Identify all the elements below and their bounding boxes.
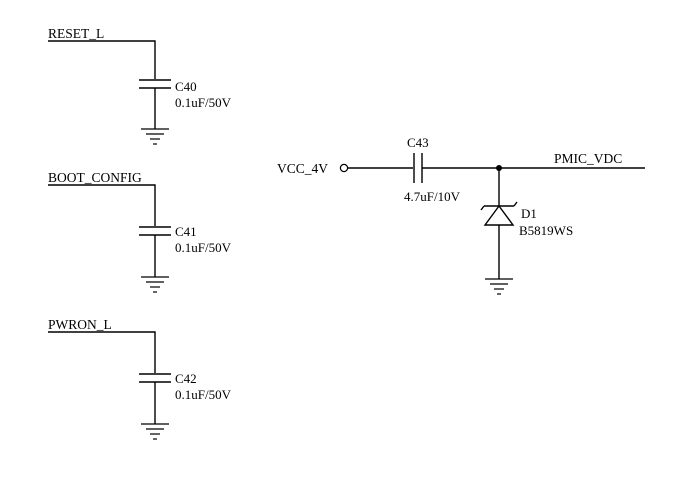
ground-icon <box>141 276 169 293</box>
reset-net-wire <box>48 40 156 79</box>
c43-value: 4.7uF/10V <box>404 189 461 204</box>
ground-icon <box>485 278 513 295</box>
pmic-supply-circuit: VCC_4V C43 4.7uF/10V PMIC_VDC D1 B5819WS <box>277 135 645 295</box>
net-label-vcc: VCC_4V <box>277 161 328 176</box>
net-label-reset: RESET_L <box>48 26 104 41</box>
net-label-boot: BOOT_CONFIG <box>48 170 142 185</box>
d1-ref: D1 <box>521 206 537 221</box>
d1-value: B5819WS <box>519 223 573 238</box>
c40-ref: C40 <box>175 79 197 94</box>
net-label-pmic: PMIC_VDC <box>554 151 622 166</box>
c41-ref: C41 <box>175 224 197 239</box>
boot-net-wire <box>48 184 156 226</box>
boot-circuit: BOOT_CONFIG C41 0.1uF/50V <box>48 170 232 293</box>
reset-circuit: RESET_L C40 0.1uF/50V <box>48 26 232 145</box>
pwron-net-wire <box>48 331 156 373</box>
c41-value: 0.1uF/50V <box>175 240 232 255</box>
pwron-circuit: PWRON_L C42 0.1uF/50V <box>48 317 232 440</box>
ground-icon <box>141 423 169 440</box>
port-connector-icon <box>339 163 349 173</box>
diode-icon <box>480 201 518 226</box>
net-label-pwron: PWRON_L <box>48 317 112 332</box>
c42-value: 0.1uF/50V <box>175 387 232 402</box>
ground-icon <box>141 128 169 145</box>
c43-ref: C43 <box>407 135 429 150</box>
c40-value: 0.1uF/50V <box>175 95 232 110</box>
c42-ref: C42 <box>175 371 197 386</box>
